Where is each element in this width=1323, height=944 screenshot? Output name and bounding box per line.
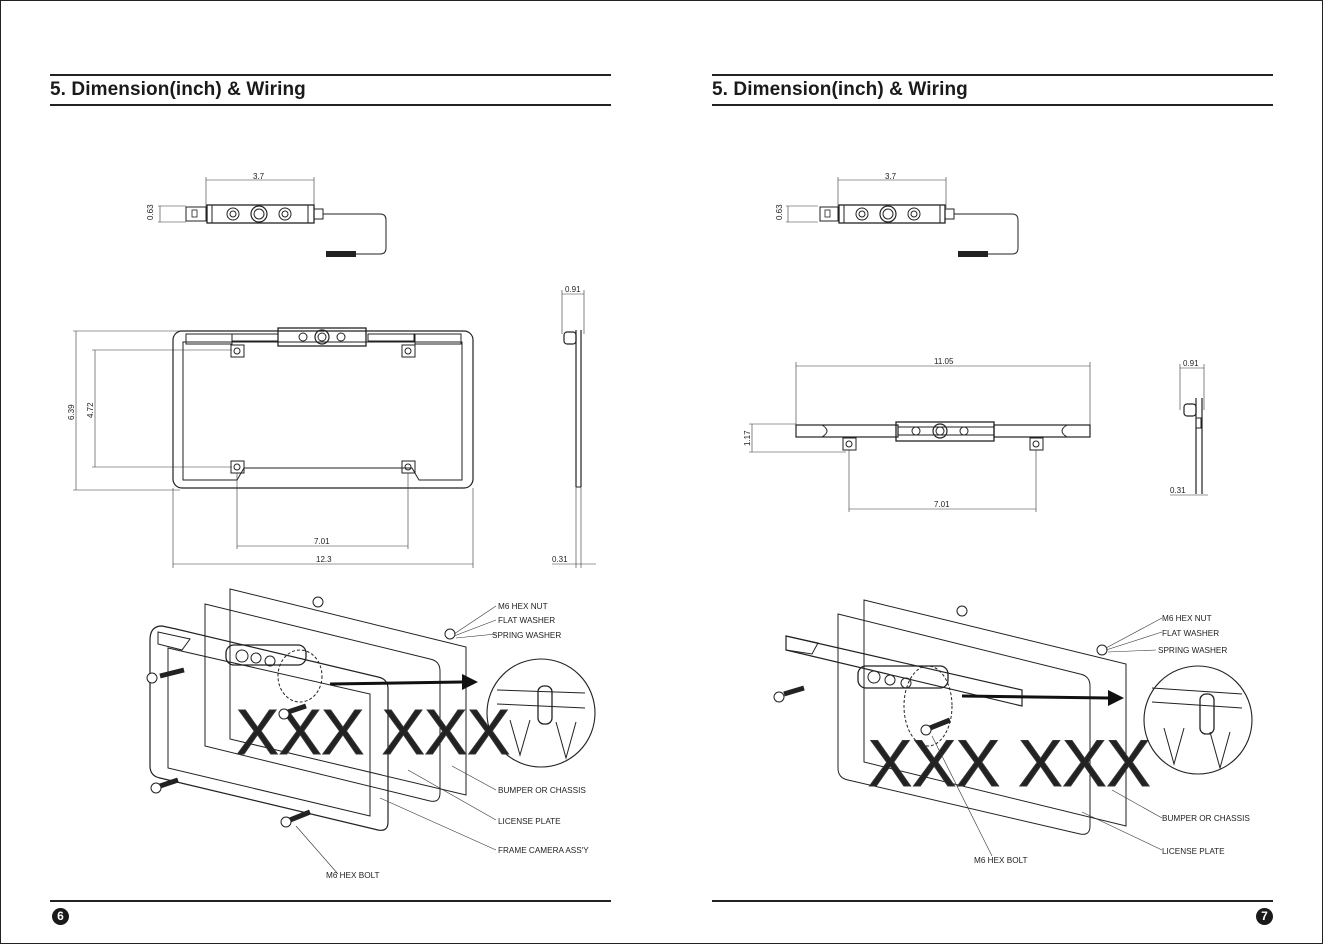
label-license-plate: LICENSE PLATE xyxy=(498,817,561,826)
dim-hole-spacing: 7.01 xyxy=(314,537,330,546)
dim-camera-width: 3.7 xyxy=(253,172,265,181)
page-title: 5. Dimension(inch) & Wiring xyxy=(50,79,306,100)
bar-front-view-diagram: 11.05 1.17 7.01 xyxy=(743,357,1091,512)
frame-front-view-diagram: 6.39 4.72 7.01 12.3 xyxy=(67,327,474,568)
dim-camera-height: 0.63 xyxy=(775,204,784,220)
label-spring-washer: SPRING WASHER xyxy=(1158,646,1227,655)
label-bumper: BUMPER OR CHASSIS xyxy=(498,786,586,795)
label-license-plate: LICENSE PLATE xyxy=(1162,847,1225,856)
page-number: 6 xyxy=(52,908,69,925)
title-bottom-rule xyxy=(50,104,611,106)
frame-side-view-diagram: 0.91 0.31 xyxy=(552,285,596,568)
label-hex-bolt: M6 HEX BOLT xyxy=(326,871,380,880)
label-frame-camera: FRAME CAMERA ASS'Y xyxy=(498,846,589,855)
page-left: 5. Dimension(inch) & Wiring 6 3.7 0.63 xyxy=(0,0,661,944)
label-hex-nut: M6 HEX NUT xyxy=(1162,614,1212,623)
label-spring-washer: SPRING WASHER xyxy=(492,631,561,640)
dim-bar-height: 1.17 xyxy=(743,430,752,446)
right-drawings: 3.7 0.63 11.05 1.17 xyxy=(743,172,1253,865)
bar-installation-diagram: XXX XXX M6 HEX NUT FLAT WASHER SPRING WA… xyxy=(773,599,1253,865)
dim-frame-thickness: 0.31 xyxy=(552,555,568,564)
title-bottom-rule xyxy=(712,104,1273,106)
dim-bar-width: 11.05 xyxy=(934,357,954,366)
label-flat-washer: FLAT WASHER xyxy=(498,616,555,625)
camera-top-view-diagram: 3.7 0.63 xyxy=(146,172,387,257)
left-drawings: 3.7 0.63 xyxy=(67,172,596,880)
bar-side-view-diagram: 0.91 0.31 xyxy=(1170,359,1208,496)
frame-installation-diagram: XXX XXX M6 HEX NUT FLAT WASHER xyxy=(146,588,596,880)
label-flat-washer: FLAT WASHER xyxy=(1162,629,1219,638)
dim-bar-thickness: 0.31 xyxy=(1170,486,1186,495)
label-hex-nut: M6 HEX NUT xyxy=(498,602,548,611)
camera-top-view-diagram: 3.7 0.63 xyxy=(775,172,1019,257)
page-number: 7 xyxy=(1256,908,1273,925)
dim-frame-inner-height: 4.72 xyxy=(86,402,95,418)
footer-rule xyxy=(712,900,1273,902)
title-top-rule xyxy=(50,74,611,76)
page-title: 5. Dimension(inch) & Wiring xyxy=(712,79,968,100)
dim-frame-depth: 0.91 xyxy=(565,285,581,294)
plate-text-left: XXX XXX xyxy=(236,696,510,768)
dim-camera-height: 0.63 xyxy=(146,204,155,220)
dim-bar-depth: 0.91 xyxy=(1183,359,1199,368)
dim-frame-outer-height: 6.39 xyxy=(67,404,76,420)
label-hex-bolt: M6 HEX BOLT xyxy=(974,856,1028,865)
label-bumper: BUMPER OR CHASSIS xyxy=(1162,814,1250,823)
dim-hole-spacing: 7.01 xyxy=(934,500,950,509)
page-right: 5. Dimension(inch) & Wiring 7 3.7 0.63 xyxy=(662,0,1323,944)
title-top-rule xyxy=(712,74,1273,76)
dim-frame-width: 12.3 xyxy=(316,555,332,564)
dim-camera-width: 3.7 xyxy=(885,172,897,181)
footer-rule xyxy=(50,900,611,902)
plate-text-right: XXX XXX xyxy=(868,726,1150,800)
